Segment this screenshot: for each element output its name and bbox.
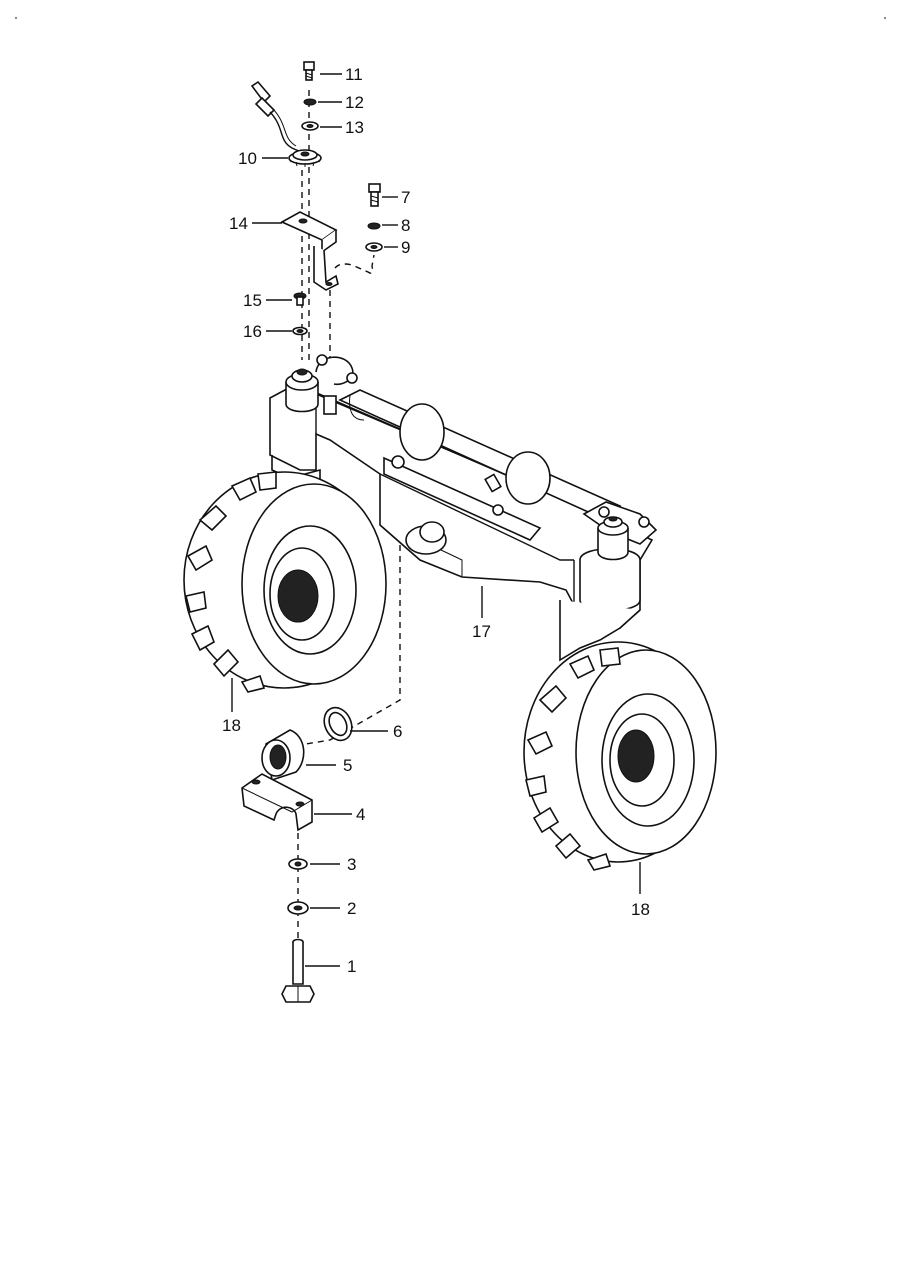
- callout-5: 5: [343, 756, 352, 775]
- callout-6: 6: [393, 722, 402, 741]
- bolt-7: [368, 183, 381, 207]
- bolt-11: [303, 61, 315, 81]
- kingpin-top-left: [285, 354, 358, 415]
- steering-cylinder: [338, 389, 658, 545]
- washer-3: [288, 858, 308, 870]
- callout-3: 3: [347, 855, 356, 874]
- bracket-14: [280, 211, 339, 291]
- callout-18-right: 18: [631, 900, 650, 919]
- callout-12: 12: [345, 93, 364, 112]
- callout-10: 10: [238, 149, 257, 168]
- screw-15: [293, 292, 307, 306]
- callout-17: 17: [472, 622, 491, 641]
- wheel-right-18: [523, 641, 717, 871]
- callout-13: 13: [345, 118, 364, 137]
- callout-labels: 11 12 13 10 7 8 9 14 15 16 17 18 6 5 4 3…: [222, 65, 650, 976]
- wheel-left-18: [183, 471, 387, 693]
- callout-1: 1: [347, 957, 356, 976]
- kingpin-top-right: [597, 516, 629, 561]
- callout-4: 4: [356, 805, 365, 824]
- callout-2: 2: [347, 899, 356, 918]
- callout-9: 9: [401, 238, 410, 257]
- washer-16: [292, 326, 308, 336]
- callout-7: 7: [401, 188, 410, 207]
- clamp-4: [241, 773, 313, 832]
- callout-8: 8: [401, 216, 410, 235]
- bolt-1: [281, 938, 315, 1003]
- seal-6: [323, 706, 353, 742]
- nut-9: [365, 242, 383, 252]
- callout-14: 14: [229, 214, 248, 233]
- leader-lines: [231, 73, 641, 967]
- washer-8: [367, 222, 381, 230]
- washer-2: [287, 901, 309, 915]
- callout-16: 16: [243, 322, 262, 341]
- nut-13: [301, 121, 319, 131]
- callout-18-left: 18: [222, 716, 241, 735]
- bushing-5: [261, 729, 305, 782]
- washer-12: [303, 98, 317, 106]
- callout-11: 11: [345, 65, 363, 84]
- callout-15: 15: [243, 291, 262, 310]
- sensor-harness: [250, 80, 322, 167]
